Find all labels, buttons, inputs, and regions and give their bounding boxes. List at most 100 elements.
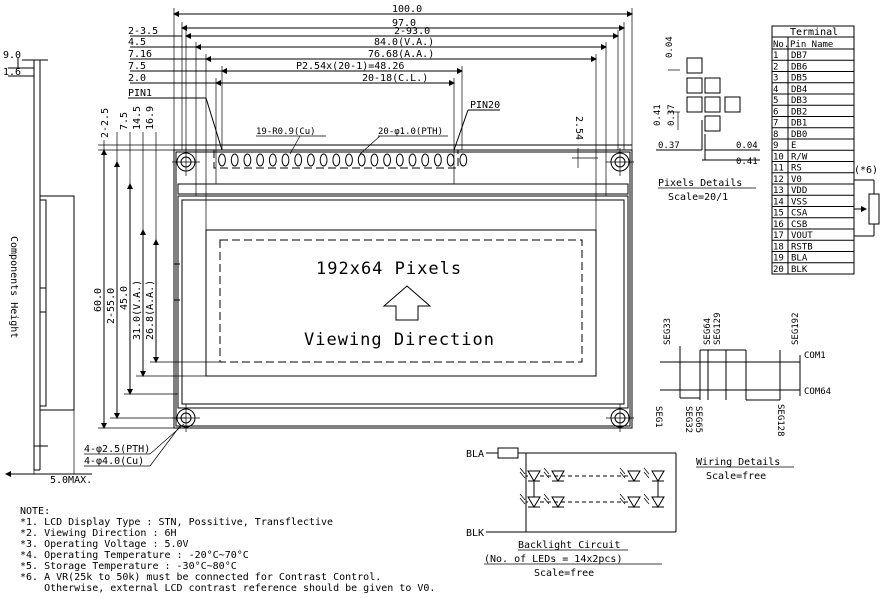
terminal-row-pin: DB7 — [791, 51, 807, 61]
px-0-41: 0.41 — [653, 104, 663, 126]
dim-v-55: 2-55.0 — [106, 288, 117, 324]
mounting-hole-tr — [606, 148, 634, 176]
hole-cu-label: 4-φ4.0(Cu) — [84, 456, 144, 467]
pin-hole — [446, 153, 455, 167]
terminal-row-no: 11 — [773, 164, 784, 174]
terminal-row-no: 1 — [773, 51, 778, 61]
pin-hole — [281, 153, 290, 167]
pin-hole — [307, 153, 315, 167]
dim-width-97: 97.0 — [392, 18, 416, 29]
wiring-com1: COM1 — [804, 351, 826, 361]
vr-potentiometer: (*6) — [854, 165, 880, 237]
terminal-row-pin: R/W — [791, 152, 808, 162]
terminal-row-no: 10 — [773, 152, 784, 162]
wiring-seg128: SEG128 — [775, 404, 785, 437]
terminal-row-pin: VSS — [791, 197, 807, 207]
note-6: *6. A VR(25k to 50k) must be connected f… — [20, 572, 381, 583]
dim-19-r09: 19-R0.9(Cu) — [256, 127, 316, 137]
terminal-row-no: 7 — [773, 119, 778, 129]
dim-v-2-2-5: 2-2.5 — [100, 108, 111, 138]
terminal-row-pin: DB6 — [791, 62, 807, 72]
pixel-details: 0.04 0.41 0.37 0.37 0.04 0.41 Pixels Det… — [653, 36, 760, 203]
terminal-row-no: 9 — [773, 141, 778, 151]
led-array — [519, 467, 665, 508]
backlight-scale: Scale=free — [534, 568, 594, 579]
wiring-seg64: SEG64 — [703, 318, 713, 345]
terminal-row-no: 6 — [773, 107, 778, 117]
pin-hole — [345, 153, 353, 167]
display-viewing-direction: Viewing Direction — [304, 330, 495, 350]
pin-hole — [218, 153, 226, 167]
side-dim-1-6: 1.6 — [3, 67, 21, 78]
wiring-scale: Scale=free — [706, 471, 766, 482]
terminal-row-pin: RSTB — [791, 242, 813, 252]
dim-v-14-5: 14.5 — [132, 106, 143, 130]
px-0-37-v: 0.37 — [667, 104, 677, 126]
terminal-row-no: 14 — [773, 197, 784, 207]
note-4: *4. Operating Temperature : -20°C~70°C — [20, 550, 249, 561]
terminal-row-no: 4 — [773, 85, 778, 95]
pin-hole — [268, 153, 277, 167]
wiring-details: SEG33 SEG64 SEG129 SEG192 COM1 COM64 SEG… — [653, 312, 831, 482]
led-icon — [519, 493, 541, 508]
terminal-row-pin: DB2 — [791, 107, 807, 117]
pixel-details-scale: Scale=20/1 — [668, 192, 728, 203]
terminal-row-no: 3 — [773, 74, 778, 84]
note-1: *1. LCD Display Type : STN, Possitive, T… — [20, 517, 333, 528]
dim-v-26-8: 26.8(A.A.) — [145, 280, 156, 340]
wiring-seg192: SEG192 — [791, 312, 801, 345]
dim-width-100: 100.0 — [392, 4, 422, 15]
front-view: 100.0 97.0 2-3.5 2-93.0 4.5 84.0(V.A.) 7… — [84, 4, 634, 467]
hole-pth-label: 4-φ2.5(PTH) — [84, 444, 150, 455]
dim-3-5: 2-3.5 — [128, 26, 158, 37]
terminal-title: Terminal — [790, 27, 838, 38]
terminal-row-pin: DB5 — [791, 74, 807, 84]
wiring-seg65: SEG65 — [693, 406, 703, 433]
wiring-seg1: SEG1 — [653, 406, 663, 428]
note-3: *3. Operating Voltage : 5.0V — [20, 539, 189, 550]
notes: NOTE: *1. LCD Display Type : STN, Possit… — [20, 506, 435, 594]
terminal-row-no: 8 — [773, 130, 778, 140]
terminal-row-no: 18 — [773, 242, 784, 252]
backlight-circuit: BLA BLK Backlight Circuit (No. of LEDs =… — [466, 447, 677, 579]
dim-7-16: 7.16 — [128, 49, 152, 60]
mounting-hole-br — [606, 404, 634, 432]
terminal-row-pin: RS — [791, 164, 802, 174]
terminal-row-pin: CSA — [791, 209, 808, 219]
terminal-row-no: 16 — [773, 220, 784, 230]
terminal-row-pin: CSB — [791, 220, 807, 230]
terminal-row-no: 20 — [773, 265, 784, 275]
pin-hole — [319, 153, 328, 167]
dim-cl-20-18: 20-18(C.L.) — [362, 73, 428, 84]
dim-v-60: 60.0 — [93, 288, 104, 312]
terminal-row-no: 17 — [773, 231, 784, 241]
led-icon — [543, 493, 565, 508]
dim-v-45: 45.0 — [119, 286, 130, 310]
pin-hole — [408, 153, 417, 167]
terminal-row-no: 12 — [773, 175, 784, 185]
pin1-label: PIN1 — [128, 88, 152, 99]
terminal-row-no: 2 — [773, 62, 778, 72]
dim-va-84: 84.0(V.A.) — [374, 37, 434, 48]
dim-93: 2-93.0 — [394, 26, 430, 37]
px-0-41-h: 0.41 — [736, 157, 758, 167]
terminal-row-pin: BLA — [791, 254, 808, 264]
px-0-37-h: 0.37 — [658, 141, 680, 151]
pin-hole — [421, 153, 430, 167]
led-icon — [619, 467, 641, 482]
viewing-arrow-icon — [382, 285, 432, 321]
led-icon — [643, 493, 665, 508]
pin-hole — [294, 153, 303, 167]
pin-hole — [256, 153, 265, 167]
terminal-row-no: 15 — [773, 209, 784, 219]
pin-hole — [459, 153, 468, 167]
led-icon — [619, 493, 641, 508]
note-2: *2. Viewing Direction : 6H — [20, 528, 177, 539]
wiring-title: Wiring Details — [696, 457, 780, 468]
terminal-row-pin: VDD — [791, 186, 807, 196]
pin-hole — [357, 153, 366, 167]
terminal-row-pin: BLK — [791, 265, 808, 275]
terminal-col-no: No. — [773, 40, 789, 50]
side-dim-5max: 5.0MAX. — [50, 475, 92, 486]
terminal-row-pin: VOUT — [791, 231, 813, 241]
